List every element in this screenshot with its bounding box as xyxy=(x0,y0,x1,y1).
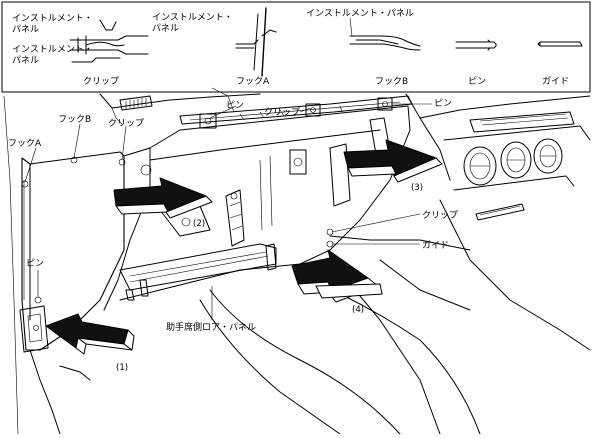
legend-pin-caption: ピン xyxy=(468,76,486,87)
panel-bottom-rail xyxy=(119,243,277,291)
legend-hook-a: インストルメント・パネル フックA xyxy=(152,7,277,87)
callouts: フックB クリップ フックA ピン クリップ ピン ピン クリップ ガイド 助手… xyxy=(8,98,458,333)
leader-pin-top xyxy=(209,105,237,119)
arrow-step-2 xyxy=(113,177,213,219)
dashboard-background xyxy=(99,93,591,181)
legend-hook-b-caption: フックB xyxy=(375,76,408,87)
hook-b-shape xyxy=(349,17,421,51)
step-1-label: (1) xyxy=(116,363,128,373)
callout-clip-left: クリップ xyxy=(108,118,144,129)
center-air-vents xyxy=(453,138,575,191)
legend: インストルメント・パネル インストルメント・パネル クリップ インストルメント・… xyxy=(1,1,591,93)
callout-pin-top: ピン xyxy=(226,100,244,111)
center-vent-top xyxy=(469,111,575,133)
vent-slot xyxy=(119,95,153,111)
legend-guide-caption: ガイド xyxy=(542,76,569,87)
hook-a-shape xyxy=(235,7,277,77)
legend-clip: インストルメント・パネル インストルメント・パネル クリップ xyxy=(12,14,149,87)
callout-panel-name: 助手席側ロア・パネル xyxy=(166,321,256,333)
callout-hook-b: フックB xyxy=(58,114,91,125)
main-drawing: フックB クリップ フックA ピン クリップ ピン ピン クリップ ガイド 助手… xyxy=(3,87,591,435)
leader-clip-right xyxy=(331,213,421,233)
legend-guide: ガイド xyxy=(537,41,583,87)
callout-pin-right: ピン xyxy=(434,98,452,109)
pin-top-marker xyxy=(199,113,217,129)
legend-hook-a-caption: フックA xyxy=(236,76,270,87)
leader-pin-top-upper xyxy=(211,87,235,113)
callout-clip-right: クリップ xyxy=(422,210,458,221)
leader-hook-b xyxy=(73,123,81,159)
step-3-label: (3) xyxy=(411,183,423,193)
left-lower-bracket xyxy=(19,305,49,353)
clip-shape xyxy=(69,19,149,63)
leader-clip-top xyxy=(299,107,311,113)
legend-clip-panel-label-top-line1: インストルメント・パネル xyxy=(12,14,93,35)
callout-pin-left: ピン xyxy=(26,258,44,269)
callout-hook-a: フックA xyxy=(8,138,42,149)
leader-clip-left xyxy=(121,125,127,161)
lower-panel xyxy=(19,105,411,353)
vent-left xyxy=(463,146,497,186)
center-console xyxy=(329,199,591,435)
upper-rail xyxy=(179,95,413,129)
internal-bracket xyxy=(225,189,245,247)
step-4-label: (4) xyxy=(352,305,364,315)
vent-middle xyxy=(500,141,532,179)
legend-clip-caption: クリップ xyxy=(83,76,119,87)
callout-clip-top: クリップ xyxy=(264,107,300,118)
legend-hook-a-panel-label: インストルメント・パネル xyxy=(152,13,233,34)
vent-right xyxy=(533,138,563,174)
leader-hook-a xyxy=(24,147,37,183)
legend-clip-panel-label-bottom: インストルメント・パネル xyxy=(12,45,93,66)
arrow-step-1 xyxy=(45,313,135,355)
legend-pin: ピン xyxy=(455,39,497,87)
legend-hook-b: インストルメント・パネル フックB xyxy=(306,8,421,87)
console-slot xyxy=(475,203,525,221)
arrow-step-3 xyxy=(343,139,443,183)
hook-a-marker xyxy=(21,180,29,188)
step-numbers: (1) (2) (3) (4) xyxy=(116,183,423,373)
legend-frame xyxy=(1,1,591,93)
callout-guide-right: ガイド xyxy=(422,240,449,251)
leader-lines xyxy=(24,87,432,320)
step-2-label: (2) xyxy=(193,219,205,229)
panel-left-end xyxy=(21,151,125,351)
legend-hook-b-panel-label: インストルメント・パネル xyxy=(306,8,414,19)
arrow-step-4 xyxy=(291,249,383,303)
